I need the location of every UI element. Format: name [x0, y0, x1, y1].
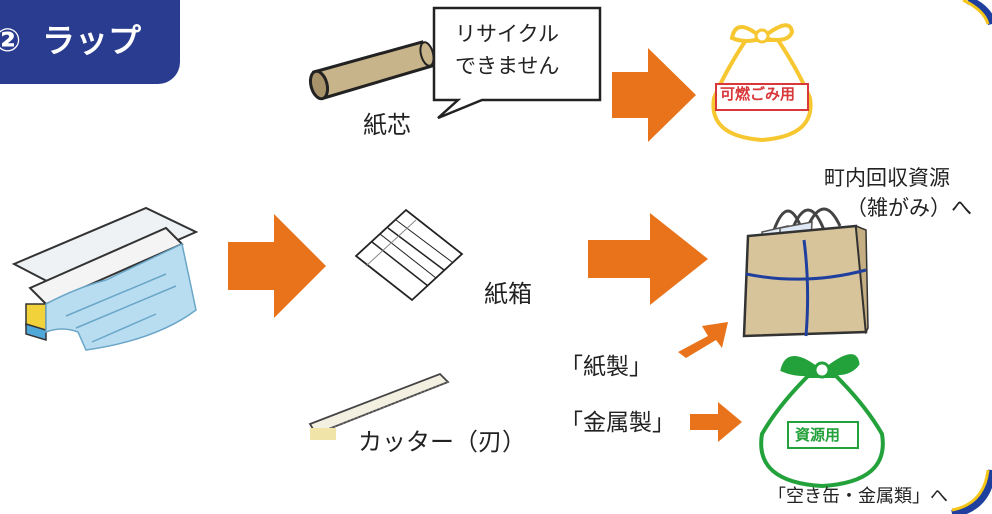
paper-made-label: 「紙製」 — [560, 354, 652, 380]
burnable-bag-label: 可燃ごみ用 — [720, 85, 796, 103]
bubble-line-1: リサイクル — [455, 22, 559, 46]
flattened-box-icon — [354, 208, 464, 302]
arrow-paper-made-icon — [678, 322, 728, 358]
burnable-bag-icon — [711, 23, 813, 143]
paper-core-label: 紙芯 — [363, 111, 411, 139]
cutter-blade-icon — [308, 372, 450, 440]
speech-bubble — [432, 6, 602, 120]
paper-box-label: 紙箱 — [484, 280, 532, 308]
cutter-label: カッター（刃） — [358, 428, 526, 456]
community-label-line2: （雑がみ）へ — [846, 196, 972, 220]
resource-destination-caption: 「空き缶・金属類」へ — [768, 486, 948, 507]
metal-made-label: 「金属製」 — [560, 410, 675, 436]
arrow-to-box-icon — [228, 214, 326, 318]
arrow-to-community-icon — [588, 213, 708, 305]
title-banner: ② ラップ — [0, 0, 180, 84]
arrow-to-burnable-icon — [612, 48, 696, 142]
arrow-metal-made-icon — [690, 402, 742, 442]
paper-bag-bundle-icon — [742, 207, 869, 338]
paper-core-icon — [308, 40, 435, 101]
resource-bag-label: 資源用 — [795, 426, 841, 444]
title-number: ② — [0, 21, 22, 59]
bubble-line-2: できません — [455, 54, 560, 78]
page-title: ラップ — [42, 21, 141, 60]
community-label-line1: 町内回収資源 — [824, 166, 950, 190]
resource-bag-icon — [759, 354, 885, 489]
wrap-box-icon — [11, 206, 199, 351]
